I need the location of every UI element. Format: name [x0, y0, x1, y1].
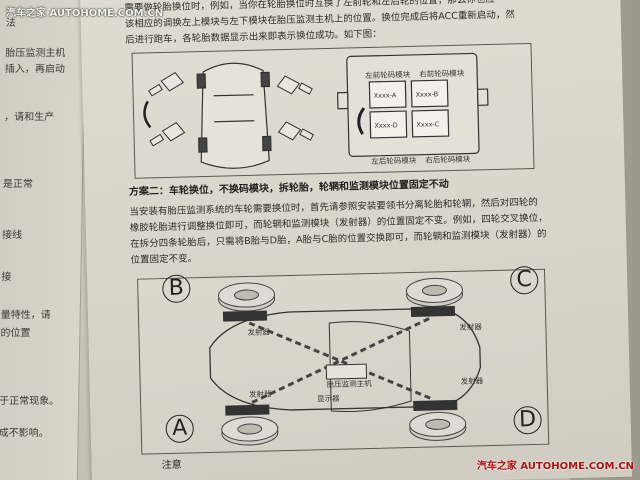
label-rear-right-module: 右后轮码模块	[425, 154, 471, 165]
figure1-illustration	[143, 52, 489, 169]
transmitter-label: 发射器	[460, 376, 484, 386]
swap-line	[248, 321, 432, 400]
tire-icon	[221, 416, 279, 446]
left-page-line: 接线	[1, 230, 23, 241]
transmitter-label: 发射器	[459, 322, 482, 332]
watermark-bottom-right: 汽车之家 AUTOHOME.COM.CN	[476, 461, 634, 472]
left-page: 法 胎压监测主机 插入，再启动 ，请和生产 是正常 接线 接 量特性，请 的位置…	[0, 0, 87, 480]
tire-icon	[218, 282, 276, 312]
sensor-icon	[148, 72, 185, 97]
module-code: Xxxx-D	[374, 121, 398, 130]
module-code: Xxxx-C	[416, 120, 440, 129]
label-front-left-module: 左前轮码模块	[365, 69, 411, 81]
left-page-line: 胎压监测主机	[5, 48, 66, 59]
figure2-frame: B C A D 发射器 发射器 发射器 发射器 胎压监测主机 显示器	[137, 265, 550, 455]
sensor-icon	[276, 75, 313, 95]
left-page-line: 量特性，请	[0, 310, 51, 321]
left-page-line: 插入，再启动	[4, 64, 66, 75]
module-code: Xxxx-A	[373, 91, 397, 100]
sensor-icon	[149, 122, 186, 147]
tire-icon	[405, 277, 464, 307]
sensor-icon	[277, 121, 314, 141]
watermark-top-left: 汽车之家 AUTOHOME.COM.CN	[6, 8, 164, 19]
left-page-line: 是正常	[2, 179, 34, 190]
swap-arrow-icon	[143, 100, 152, 129]
tire-icon	[409, 411, 467, 441]
hub-module	[410, 305, 456, 318]
transmitter-label: 发射器	[247, 327, 271, 338]
figure1-frame: 左前轮码模块 右前轮码模块 左后轮码模块 右后轮码模块 Xxxx-A Xxxx-…	[131, 42, 535, 179]
note-label: 注意	[161, 459, 182, 472]
module-code: Xxxx-B	[415, 90, 439, 99]
scheme2-line: 位置固定不变。	[130, 253, 198, 266]
hub-module	[222, 310, 268, 322]
host-label: 胎压监测主机	[326, 378, 372, 390]
display-label: 显示器	[316, 393, 340, 404]
left-page-line: 的位置	[0, 328, 31, 339]
left-page-line: 于正常现象。	[0, 396, 60, 407]
car-topview-icon	[196, 62, 272, 169]
transmitter-label: 发射器	[248, 389, 272, 399]
tpms-host-box	[336, 52, 489, 157]
left-page-line: ，请和生产	[4, 112, 55, 123]
tpms-host-icon	[325, 363, 368, 380]
left-page-line: 成不影响。	[0, 428, 49, 439]
main-page: 需要做轮胎换位时，例如，当你在轮胎换位时互换了左前轮和左后轮的位置，那么你也应 …	[80, 0, 633, 480]
label-front-right-module: 右前轮码模块	[419, 68, 465, 79]
hub-module	[225, 404, 270, 416]
swap-line	[250, 317, 430, 405]
figure2-illustration	[209, 277, 481, 446]
label-rear-left-module: 左后轮码模块	[371, 155, 417, 166]
swap-arrow-icon	[357, 107, 366, 135]
hub-module	[413, 399, 458, 411]
left-page-line: 接	[1, 272, 12, 283]
